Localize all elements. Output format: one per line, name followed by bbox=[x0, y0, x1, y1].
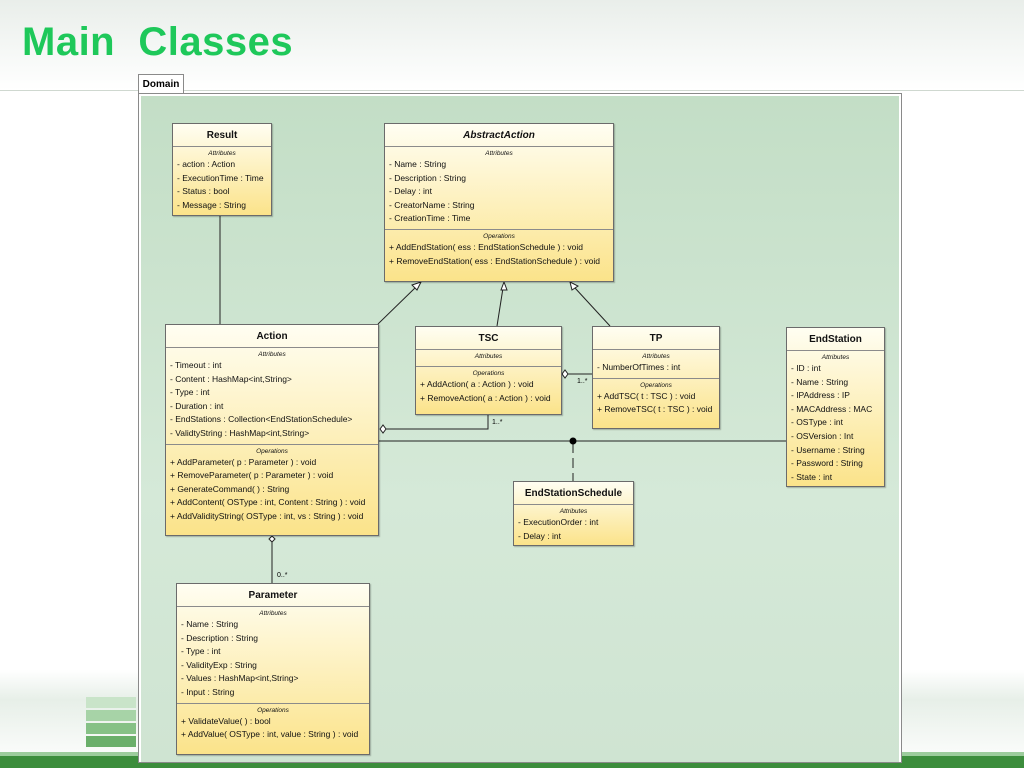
attribute-item: - MACAddress : MAC bbox=[791, 403, 873, 414]
attribute-item: - action : Action bbox=[177, 159, 236, 169]
operations-header: Operations bbox=[472, 370, 505, 377]
operation-item: + AddValue( OSType : int, value : String… bbox=[181, 729, 359, 740]
tab-domain[interactable]: Domain bbox=[138, 74, 184, 94]
operation-item: + AddEndStation( ess : EndStationSchedul… bbox=[389, 241, 583, 252]
class-name: Action bbox=[166, 325, 378, 348]
operations-section: Operations + AddParameter( p : Parameter… bbox=[166, 443, 378, 524]
operation-item: + AddAction( a : Action ) : void bbox=[420, 379, 534, 389]
attribute-item: - Description : String bbox=[389, 172, 466, 183]
attribute-item: - Delay : int bbox=[389, 186, 432, 197]
class-action[interactable]: Action Attributes - Timeout : int - Cont… bbox=[165, 324, 379, 536]
class-end-station-schedule[interactable]: EndStationSchedule Attributes - Executio… bbox=[513, 481, 634, 546]
slide-title: Main Classes bbox=[22, 20, 294, 64]
attributes-header: Attributes bbox=[485, 150, 513, 157]
attribute-item: - CreatorName : String bbox=[389, 199, 475, 210]
attribute-item: - Status : bool bbox=[177, 186, 230, 197]
attributes-header: Attributes bbox=[258, 351, 286, 358]
class-name: EndStation bbox=[787, 328, 884, 351]
attribute-item: - Duration : int bbox=[170, 400, 224, 411]
attribute-item: - Name : String bbox=[181, 619, 239, 629]
operation-item: + RemoveParameter( p : Parameter ) : voi… bbox=[170, 470, 334, 481]
attribute-item: - Type : int bbox=[170, 387, 210, 398]
operation-item: + GenerateCommand( ) : String bbox=[170, 483, 290, 494]
class-name: TSC bbox=[416, 327, 561, 350]
attributes-header: Attributes bbox=[821, 354, 850, 361]
operation-item: + RemoveAction( a : Action ) : void bbox=[420, 392, 551, 403]
class-name: EndStationSchedule bbox=[514, 482, 633, 505]
attribute-item: - ExecutionOrder : int bbox=[518, 517, 599, 527]
attribute-item: - State : int bbox=[791, 471, 833, 482]
operation-item: + RemoveEndStation( ess : EndStationSche… bbox=[389, 255, 600, 266]
attributes-header: Attributes bbox=[208, 150, 236, 157]
multiplicity-tsc-action: 1..* bbox=[492, 419, 503, 426]
decor-stripe bbox=[86, 697, 136, 708]
attribute-item: - ValidtyString : HashMap<int,String> bbox=[170, 427, 310, 438]
attribute-item: - NumberOfTimes : int bbox=[597, 362, 681, 372]
attribute-item: - CreationTime : Time bbox=[389, 213, 471, 224]
attribute-item: - ID : int bbox=[791, 363, 821, 373]
decor-stripe bbox=[86, 710, 136, 721]
attribute-item: - Delay : int bbox=[518, 530, 561, 541]
attribute-item: - IPAddress : IP bbox=[791, 390, 850, 401]
class-name: Result bbox=[173, 124, 271, 147]
operations-header: Operations bbox=[483, 232, 515, 240]
attributes-header: Attributes bbox=[474, 353, 503, 360]
attribute-item: - Description : String bbox=[181, 632, 258, 643]
class-name: TP bbox=[593, 327, 719, 350]
attribute-item: - OSVersion : Int bbox=[791, 430, 854, 441]
attribute-item: - Input : String bbox=[181, 686, 235, 697]
attributes-header: Attributes bbox=[559, 508, 588, 515]
attribute-item: - Content : HashMap<int,String> bbox=[170, 373, 292, 384]
attributes-header: Attributes bbox=[259, 610, 287, 617]
class-name: Parameter bbox=[177, 584, 369, 607]
class-abstract-action[interactable]: AbstractAction Attributes - Name : Strin… bbox=[384, 123, 614, 282]
operation-item: + AddTSC( t : TSC ) : void bbox=[597, 390, 696, 401]
class-tsc[interactable]: TSC Attributes Operations + AddAction( a… bbox=[415, 326, 562, 415]
attribute-item: - ExecutionTime : Time bbox=[177, 172, 264, 183]
attribute-item: - Values : HashMap<int,String> bbox=[181, 673, 299, 684]
operations-header: Operations bbox=[640, 381, 672, 389]
decor-stripe bbox=[86, 736, 136, 747]
attribute-item: - Username : String bbox=[791, 444, 865, 455]
multiplicity-tp-tsc: 1..* bbox=[577, 378, 588, 385]
attribute-item: - Password : String bbox=[791, 458, 863, 469]
operations-section: Operations + AddAction( a : Action ) : v… bbox=[416, 366, 561, 405]
class-tp[interactable]: TP Attributes - NumberOfTimes : int Oper… bbox=[592, 326, 720, 429]
attribute-item: - Name : String bbox=[791, 376, 849, 387]
operation-item: + RemoveTSC( t : TSC ) : void bbox=[597, 404, 713, 415]
decor-stripe bbox=[86, 723, 136, 734]
operations-header: Operations bbox=[256, 447, 288, 455]
class-result[interactable]: Result Attributes - action : Action - Ex… bbox=[172, 123, 272, 216]
operation-item: + ValidateValue( ) : bool bbox=[181, 715, 271, 726]
operations-section: Operations + AddTSC( t : TSC ) : void + … bbox=[593, 377, 719, 417]
operations-section: Operations + AddEndStation( ess : EndSta… bbox=[385, 228, 613, 268]
operations-section: Operations + ValidateValue( ) : bool + A… bbox=[177, 702, 369, 742]
class-end-station[interactable]: EndStation Attributes - ID : int - Name … bbox=[786, 327, 885, 487]
title-divider bbox=[0, 90, 1024, 91]
attribute-item: - Name : String bbox=[389, 159, 447, 169]
attribute-item: - OSType : int bbox=[791, 417, 843, 428]
attribute-item: - Timeout : int bbox=[170, 360, 222, 370]
operations-header: Operations bbox=[257, 706, 289, 714]
attribute-item: - Message : String bbox=[177, 199, 246, 210]
attribute-item: - Type : int bbox=[181, 646, 221, 657]
class-parameter[interactable]: Parameter Attributes - Name : String - D… bbox=[176, 583, 370, 755]
attribute-item: - ValidityExp : String bbox=[181, 659, 257, 670]
operation-item: + AddContent( OSType : int, Content : St… bbox=[170, 497, 366, 508]
attributes-header: Attributes bbox=[642, 353, 670, 360]
class-name: AbstractAction bbox=[385, 124, 613, 147]
operation-item: + AddValidityString( OSType : int, vs : … bbox=[170, 510, 364, 521]
multiplicity-action-parameter: 0..* bbox=[277, 572, 288, 579]
attribute-item: - EndStations : Collection<EndStationSch… bbox=[170, 414, 353, 425]
operation-item: + AddParameter( p : Parameter ) : void bbox=[170, 456, 317, 467]
